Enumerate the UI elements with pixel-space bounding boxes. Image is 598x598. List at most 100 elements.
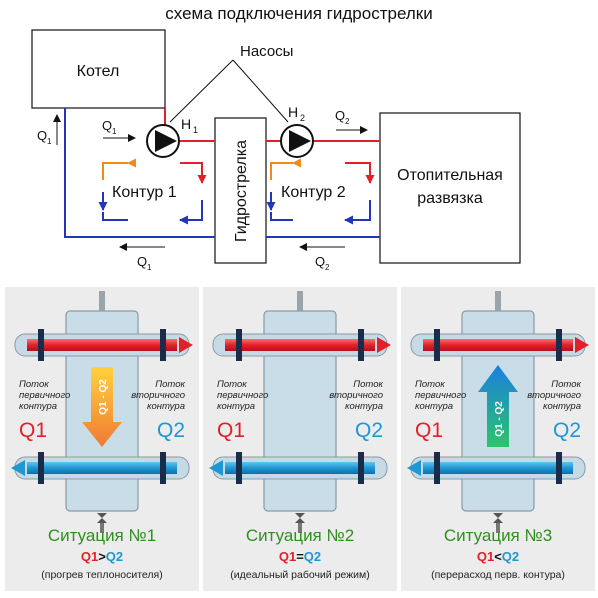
primary-flow-label: Поток: [19, 379, 49, 390]
pump-h2: [280, 124, 314, 158]
secondary-flow-label: вторичного: [527, 390, 581, 401]
boiler-label: Котел: [77, 63, 120, 80]
situation-panel-1: ПотокпервичногоконтураПотоквторичногокон…: [5, 287, 199, 591]
flange-top-0: [434, 329, 440, 361]
contour1-label: Контур 1: [112, 184, 177, 201]
q-label-bottom-right: Q: [315, 254, 325, 269]
situation-panel-2: ПотокпервичногоконтураПотоквторичногокон…: [203, 287, 397, 591]
situation-panel-3: ПотокпервичногоконтураПотоквторичногокон…: [401, 287, 595, 591]
situation-comparison: Q1<Q2: [477, 549, 519, 564]
q-label-bottom-right-sub: 2: [325, 263, 330, 272]
situation-note: (идеальный рабочий режим): [230, 569, 369, 581]
bypass-arrow-text: Q1 - Q2: [98, 379, 109, 415]
flange-top-0: [38, 329, 44, 361]
flange-bottom-1: [358, 452, 364, 484]
cold-flow-arrow: [407, 460, 421, 476]
flange-bottom-0: [38, 452, 44, 484]
hot-flow-arrow: [377, 337, 391, 353]
situation-panels: ПотокпервичногоконтураПотоквторичногокон…: [5, 287, 595, 591]
q-label-pump2: Q: [335, 108, 345, 123]
flange-bottom-1: [160, 452, 166, 484]
pumps-leader-1: [169, 59, 234, 123]
secondary-flow-label: Поток: [353, 379, 383, 390]
q1-label: Q1: [19, 419, 47, 442]
q-label-left: Q: [37, 128, 47, 143]
secondary-flow-label: контура: [543, 401, 581, 412]
q-label-bottom-left: Q: [137, 254, 147, 269]
secondary-flow-label: вторичного: [329, 390, 383, 401]
contour1-arrows: [98, 158, 207, 225]
flange-bottom-0: [236, 452, 242, 484]
heating-label-line1: Отопительная: [397, 167, 503, 184]
cold-flow-arrow: [11, 460, 25, 476]
separator-label: Гидрострелка: [233, 140, 250, 242]
primary-flow-label: контура: [217, 401, 255, 412]
pump-h1-sub: 1: [193, 125, 198, 135]
flange-top-1: [358, 329, 364, 361]
secondary-flow-label: Поток: [551, 379, 581, 390]
q1-label: Q1: [217, 419, 245, 442]
top-valve: [99, 291, 105, 311]
primary-flow-label: первичного: [217, 390, 268, 401]
hot-pipe: [225, 339, 375, 351]
flange-bottom-1: [556, 452, 562, 484]
q-label-pump1: Q: [102, 118, 112, 133]
situation-title: Ситуация №2: [246, 526, 354, 545]
primary-flow-label: первичного: [19, 390, 70, 401]
pump-h1-label: H: [181, 116, 191, 132]
diagram-title: схема подключения гидрострелки: [165, 4, 433, 23]
secondary-flow-label: Поток: [155, 379, 185, 390]
heating-label-line2: развязка: [417, 190, 483, 207]
drain-valve: [97, 513, 107, 523]
secondary-flow-label: вторичного: [131, 390, 185, 401]
drain-stem: [496, 523, 500, 533]
primary-flow-label: контура: [19, 401, 57, 412]
primary-flow-label: первичного: [415, 390, 466, 401]
q-label-pump2-sub: 2: [345, 117, 350, 126]
primary-flow-label: Поток: [217, 379, 247, 390]
situation-title: Ситуация №3: [444, 526, 552, 545]
schematic: Котел Отопительная развязка Гидрострелка…: [31, 29, 521, 272]
cold-pipe: [423, 462, 573, 474]
situation-comparison: Q1>Q2: [81, 549, 123, 564]
primary-flow-label: контура: [415, 401, 453, 412]
pumps-leader-2: [232, 59, 289, 123]
q2-label: Q2: [553, 419, 581, 442]
pumps-label: Насосы: [240, 43, 293, 60]
situation-note: (перерасход перв. контура): [431, 569, 565, 581]
bypass-arrow-up: [478, 365, 518, 447]
primary-flow-label: Поток: [415, 379, 445, 390]
hot-flow-arrow: [575, 337, 589, 353]
cold-pipe: [225, 462, 375, 474]
drain-stem: [100, 523, 104, 533]
situation-title: Ситуация №1: [48, 526, 156, 545]
flange-top-1: [556, 329, 562, 361]
drain-valve: [295, 513, 305, 523]
q2-label: Q2: [157, 419, 185, 442]
flange-bottom-0: [434, 452, 440, 484]
pump-h2-sub: 2: [300, 113, 305, 123]
pump-h2-label: H: [288, 104, 298, 120]
q1-label: Q1: [415, 419, 443, 442]
flange-top-1: [160, 329, 166, 361]
bypass-arrow-text: Q1 - Q2: [494, 401, 505, 437]
return-pipe-primary: [64, 108, 215, 238]
separator-box: [214, 117, 267, 264]
contour2-arrows: [266, 158, 375, 225]
hot-pipe: [423, 339, 573, 351]
flange-top-0: [236, 329, 242, 361]
pump-h1: [146, 124, 180, 158]
q-label-left-sub: 1: [47, 137, 52, 146]
top-valve: [297, 291, 303, 311]
hot-flow-arrow: [179, 337, 193, 353]
heating-box: [379, 112, 521, 264]
cold-flow-arrow: [209, 460, 223, 476]
drain-valve: [493, 513, 503, 523]
bypass-arrow-down: [82, 367, 122, 447]
boiler-box: [31, 29, 166, 109]
q2-label: Q2: [355, 419, 383, 442]
cold-pipe: [27, 462, 177, 474]
secondary-flow-label: контура: [147, 401, 185, 412]
secondary-flow-label: контура: [345, 401, 383, 412]
